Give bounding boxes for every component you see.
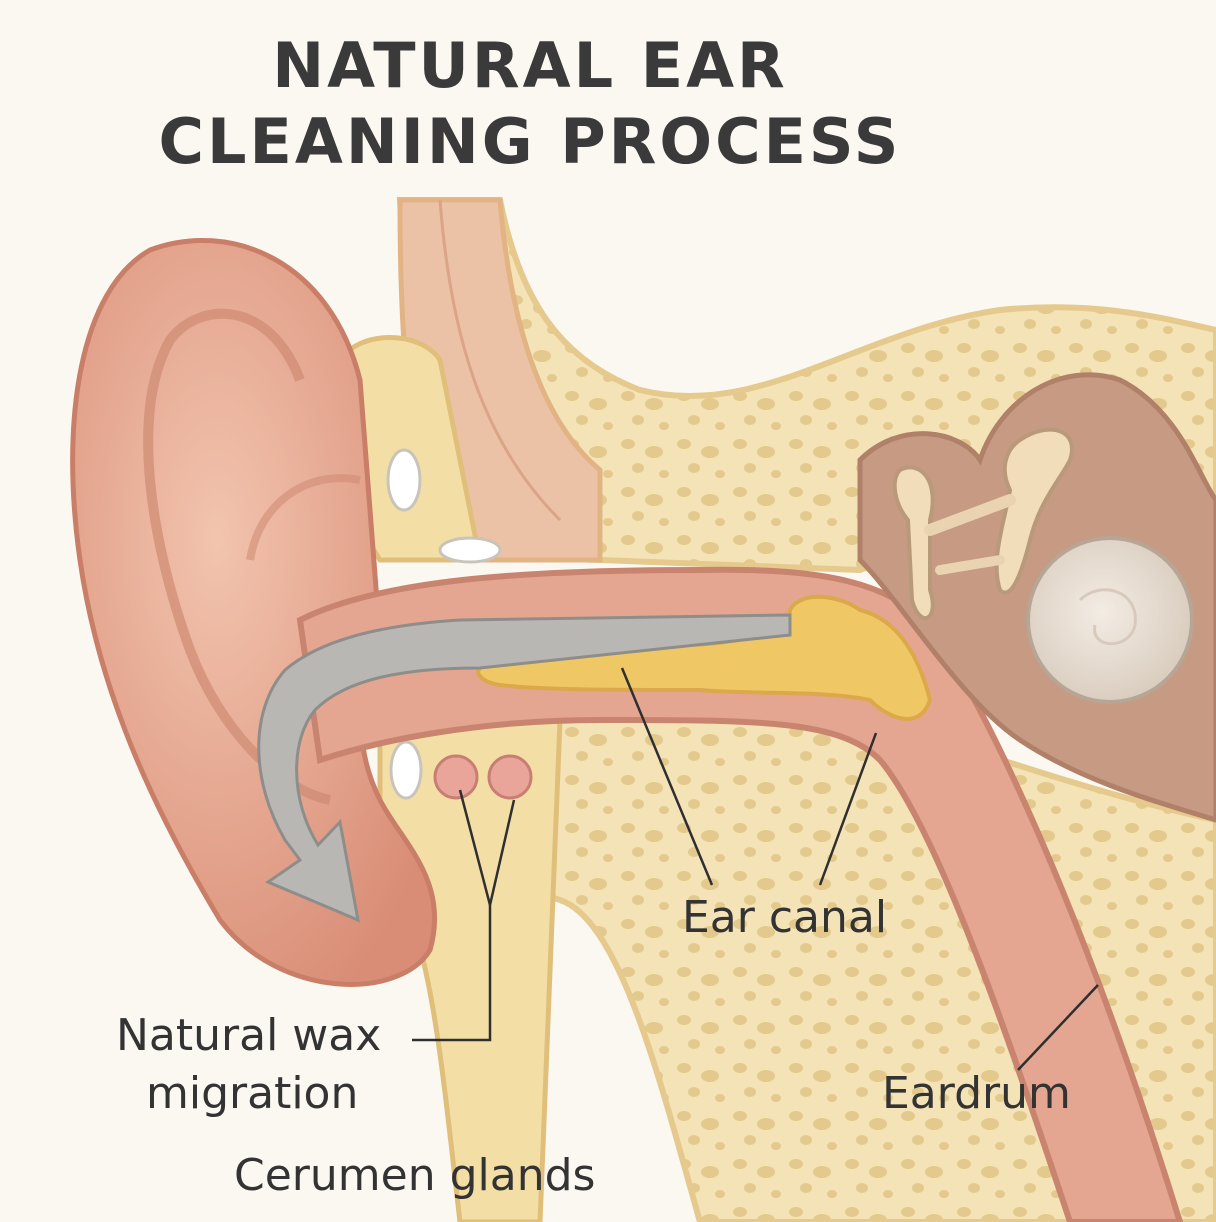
ossicle-incus xyxy=(994,427,1074,595)
title-line-1: NATURAL EAR xyxy=(272,29,788,102)
label-natural-wax-line1: Natural wax xyxy=(116,1010,382,1061)
cerumen-gland-2 xyxy=(487,754,533,800)
cerumen-gland-1 xyxy=(433,754,479,800)
diagram-title: NATURAL EAR CLEANING PROCESS xyxy=(0,28,1060,180)
label-eardrum: Eardrum xyxy=(882,1068,1071,1119)
outer-ear-pinna xyxy=(70,237,438,987)
eardrum-membrane xyxy=(1026,536,1194,704)
title-line-2: CLEANING PROCESS xyxy=(158,105,902,178)
wax-migration-arrow xyxy=(257,613,792,923)
label-natural-wax-line2: migration xyxy=(146,1068,359,1119)
ossicle-malleus xyxy=(892,465,935,621)
label-ear-canal: Ear canal xyxy=(682,892,888,943)
label-cerumen-glands: Cerumen glands xyxy=(234,1150,596,1201)
leader-lines xyxy=(412,667,1099,1071)
